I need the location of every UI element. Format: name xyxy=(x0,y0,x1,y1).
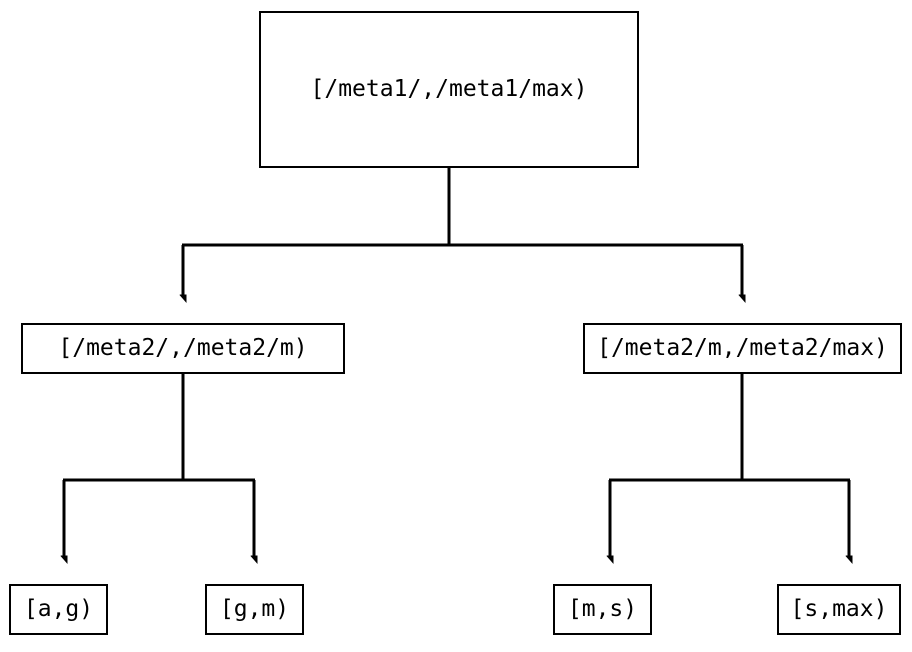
tree-node-root[interactable]: [/meta1/,/meta1/max) xyxy=(259,11,639,168)
tree-node-mid-left-label: [/meta2/,/meta2/m) xyxy=(58,335,308,361)
tree-node-leaf-4[interactable]: [s,max) xyxy=(777,584,901,635)
edge-mid-right-to-leaves xyxy=(609,374,850,556)
edge-root-to-mid-level xyxy=(182,168,743,295)
tree-node-leaf-1-label: [a,g) xyxy=(23,596,94,622)
edge-mid-left-to-leaves xyxy=(63,374,255,556)
tree-node-leaf-3-label: [m,s) xyxy=(567,596,638,622)
tree-node-mid-left[interactable]: [/meta2/,/meta2/m) xyxy=(21,323,345,374)
tree-node-leaf-1[interactable]: [a,g) xyxy=(9,584,108,635)
tree-node-mid-right-label: [/meta2/m,/meta2/max) xyxy=(597,335,888,361)
tree-node-root-label: [/meta1/,/meta1/max) xyxy=(310,76,588,102)
tree-node-leaf-2-label: [g,m) xyxy=(219,596,290,622)
tree-node-leaf-4-label: [s,max) xyxy=(790,596,888,622)
tree-node-leaf-3[interactable]: [m,s) xyxy=(553,584,652,635)
tree-node-mid-right[interactable]: [/meta2/m,/meta2/max) xyxy=(583,323,902,374)
tree-node-leaf-2[interactable]: [g,m) xyxy=(205,584,304,635)
